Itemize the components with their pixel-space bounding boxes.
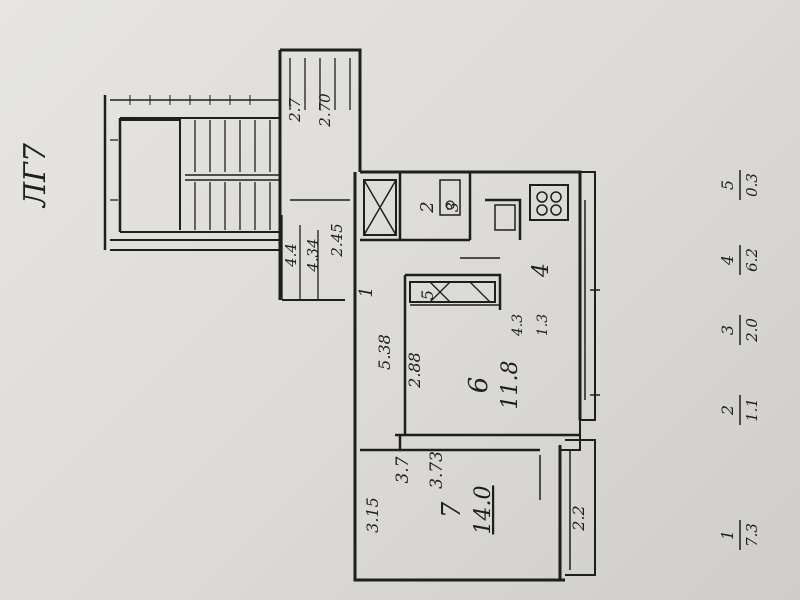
dimension: 2.70: [316, 93, 334, 128]
room-6-number: 6: [464, 377, 494, 394]
dimension: 2.2: [569, 505, 588, 531]
dimension: 2.7: [286, 98, 304, 123]
legend-room-number: 1: [718, 530, 737, 540]
legend-room-number: 4: [718, 255, 737, 266]
dimension: 4.3: [510, 314, 526, 337]
fixtures: [363, 179, 569, 303]
dimensions: 3.15 2.2 3.7 3.73 5.38 2.88 4.3 1.3 4.4 …: [282, 93, 588, 533]
staircase: [103, 95, 280, 251]
room-2-number: 2: [417, 201, 438, 213]
room-7-area: 14.0: [471, 486, 496, 535]
dimension: 3.7: [393, 456, 413, 483]
apartment-walls: [353, 170, 600, 582]
dimension: 3.73: [427, 451, 447, 489]
sheet-code: ЛГ7: [18, 142, 53, 209]
room-6-area: 11.8: [498, 361, 523, 410]
legend-room-area: 7.3: [743, 523, 761, 547]
room-4-number: 4: [529, 263, 554, 278]
vestibule: [278, 48, 362, 301]
room-1-number: 1: [356, 286, 377, 297]
legend-room-area: 0.3: [743, 173, 761, 197]
legend-room-number: 5: [718, 180, 737, 190]
legend-room-number: 2: [718, 405, 737, 416]
partitions: [360, 172, 580, 500]
dimension: 3.15: [363, 497, 382, 533]
dimension: 4.34: [304, 238, 322, 272]
legend-room-area: 2.0: [743, 318, 761, 343]
room-3-number: 3: [443, 202, 462, 212]
dimension: 2.88: [405, 352, 424, 389]
legend-room-number: 3: [718, 325, 737, 335]
room-labels: 7 14.0 6 11.8 4 3 2 1 5: [356, 201, 554, 534]
dimension: 1.3: [535, 314, 551, 336]
legend-room-area: 6.2: [743, 248, 761, 272]
dimension: 4.4: [282, 243, 300, 268]
room-7-number: 7: [437, 501, 467, 518]
dimension: 5.38: [375, 334, 394, 370]
room-5-number: 5: [418, 290, 437, 300]
dimension: 2.45: [328, 223, 346, 257]
legend-room-area: 1.1: [743, 398, 761, 422]
